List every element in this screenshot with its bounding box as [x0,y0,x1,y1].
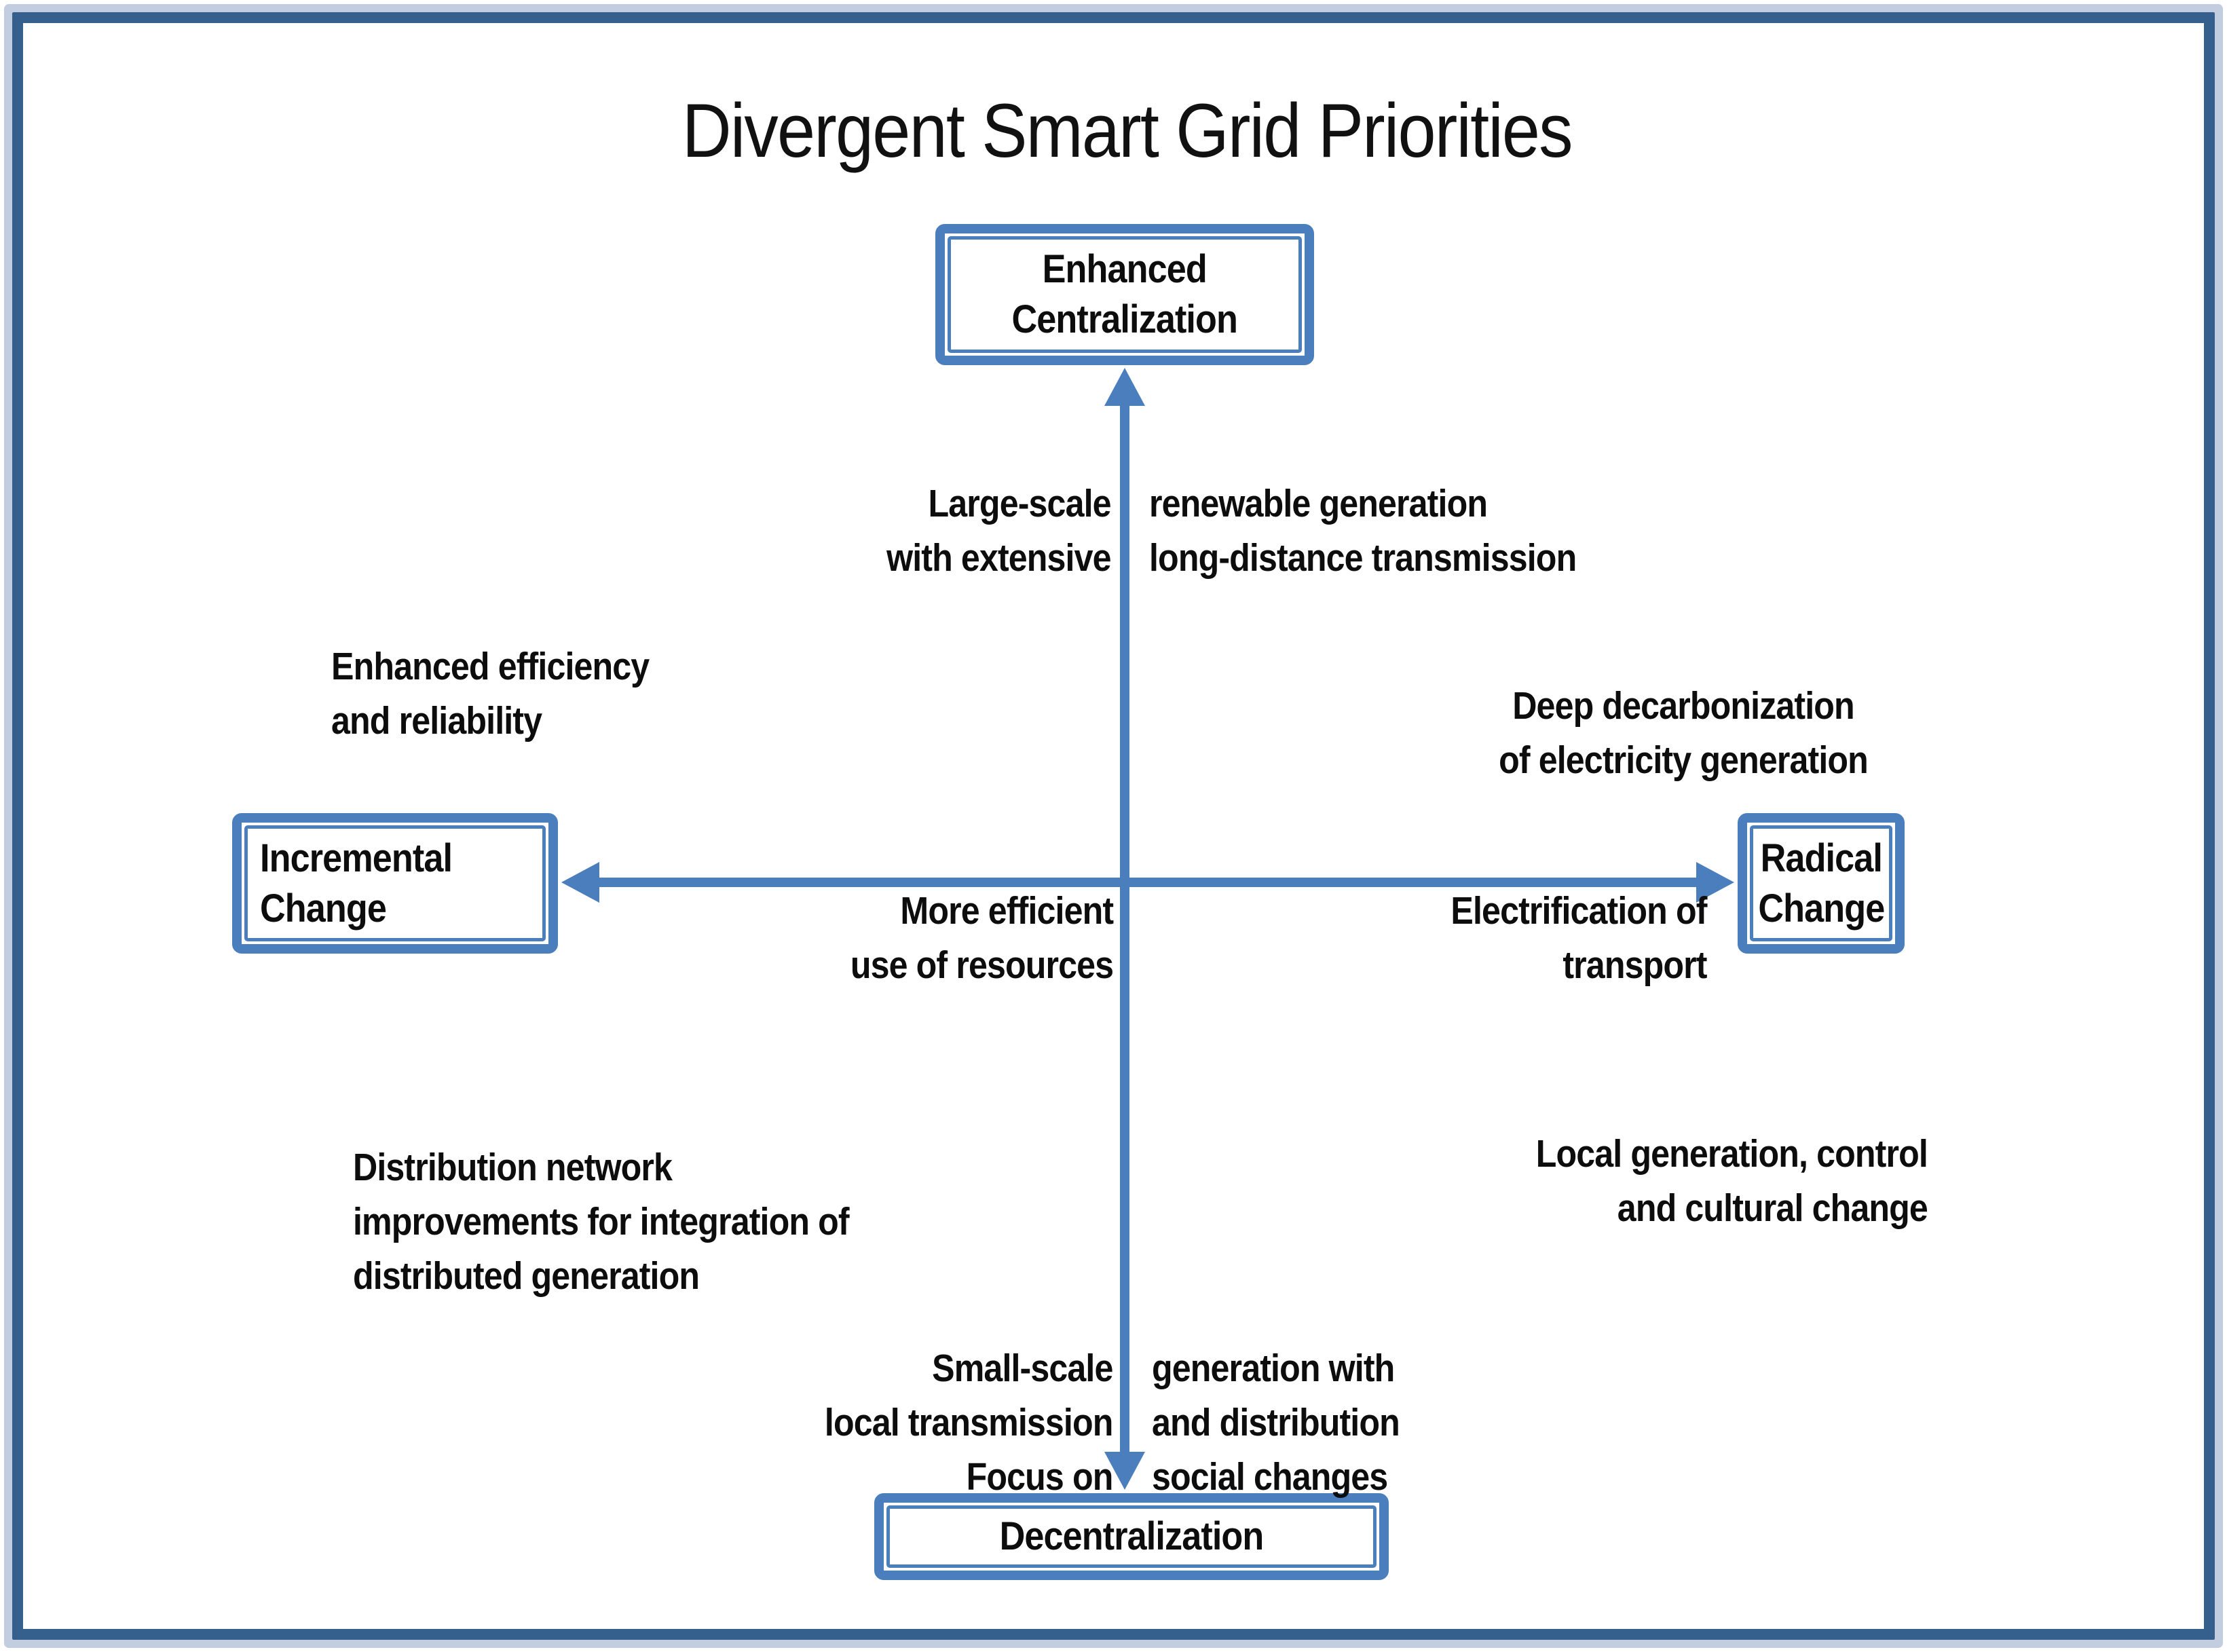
arrowhead-right-icon [1696,862,1734,903]
label-text: More efficient use of resources [850,889,1114,987]
vertical-axis-line [1120,403,1129,1455]
label-horizontal-axis-left: More efficient use of resources [815,829,1114,992]
node-enhanced-centralization: Enhanced Centralization [935,224,1314,365]
label-text: Small-scale local transmission Focus on [825,1347,1113,1499]
node-radical-change: Radical Change [1738,813,1905,954]
arrowhead-left-icon [561,862,599,903]
label-quadrant-upper-right: Deep decarbonization of electricity gene… [1391,624,1975,787]
label-text: renewable generation long-distance trans… [1149,482,1577,580]
label-quadrant-upper-left: Enhanced efficiency and reliability [331,585,692,748]
label-vertical-axis-lower-right: generation with and distribution social … [1152,1287,1434,1504]
label-vertical-axis-upper-right: renewable generation long-distance trans… [1149,422,1634,585]
node-decentralization-label: Decentralization [999,1514,1265,1558]
node-enhanced-centralization-label: Enhanced Centralization [1011,247,1238,341]
horizontal-axis-line [596,878,1699,887]
page-title-text: Divergent Smart Grid Priorities [681,88,1573,173]
label-text: Large-scale with extensive [886,482,1111,580]
label-vertical-axis-upper-left: Large-scale with extensive [856,422,1111,585]
node-radical-change-label: Radical Change [1757,836,1885,931]
label-text: generation with and distribution social … [1152,1347,1400,1499]
label-quadrant-lower-right: Local generation, control and cultural c… [1482,1072,1928,1235]
node-incremental-change: Incremental Change [232,813,558,954]
page-title: Divergent Smart Grid Priorities [0,87,2227,174]
label-quadrant-lower-left: Distribution network improvements for in… [353,1086,916,1303]
label-text: Local generation, control and cultural c… [1535,1132,1928,1230]
label-horizontal-axis-right: Electrification of transport [1416,829,1708,992]
arrowhead-up-icon [1104,368,1145,406]
label-text: Enhanced efficiency and reliability [331,645,650,743]
node-decentralization: Decentralization [874,1493,1389,1580]
node-incremental-change-label: Incremental Change [260,836,453,931]
label-text: Deep decarbonization of electricity gene… [1499,684,1869,782]
label-vertical-axis-lower-left: Small-scale local transmission Focus on [785,1287,1113,1504]
label-text: Electrification of transport [1451,889,1708,987]
label-text: Distribution network improvements for in… [353,1146,850,1298]
arrowhead-down-icon [1104,1452,1145,1490]
